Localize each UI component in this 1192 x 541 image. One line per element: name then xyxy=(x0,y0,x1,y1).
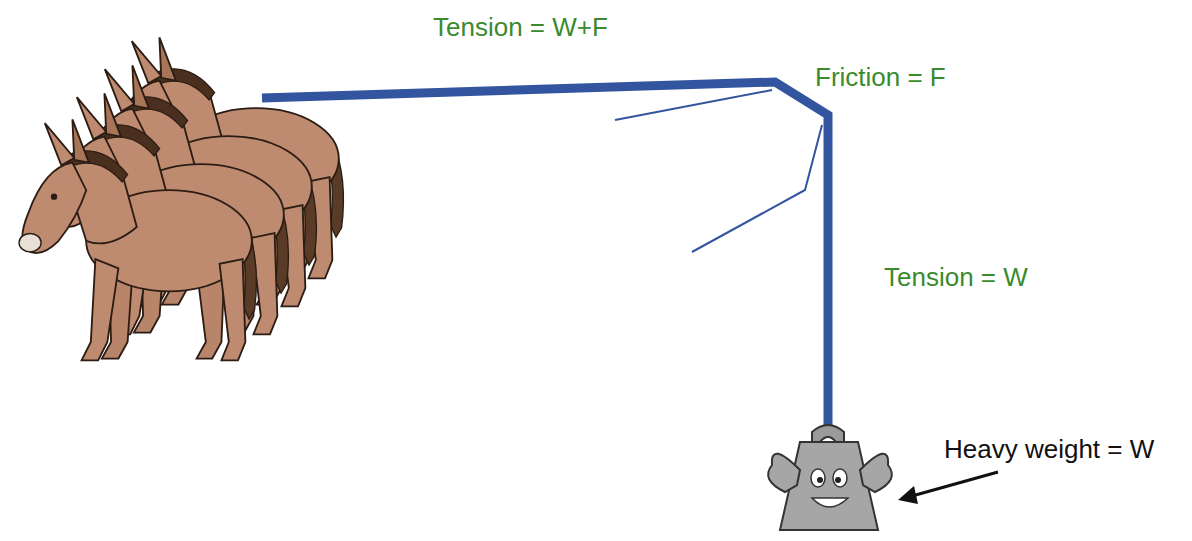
friction-label: Friction = F xyxy=(815,62,946,93)
tension-label: Tension = W xyxy=(884,262,1028,293)
tension-label: Tension = W+F xyxy=(433,12,608,43)
weight-label: Heavy weight = W xyxy=(944,434,1154,465)
